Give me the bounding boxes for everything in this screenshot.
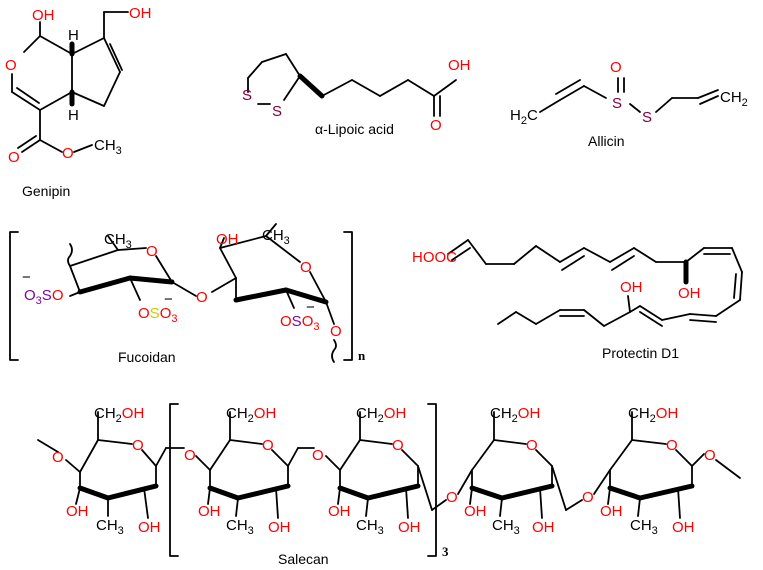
salecan-u3-ring-o-label: O [392, 437, 404, 454]
genipin-oh-label: OH [32, 7, 55, 24]
salecan-structure: 3 O O CH2OH OH CH3 OH O [37, 403, 741, 567]
fucoidan-right-bracket [343, 231, 353, 361]
salecan-u5-ring-o-label: O [666, 437, 678, 454]
fucoidan-n-subscript: n [358, 348, 366, 363]
genipin-carbonyl-o-label: O [8, 149, 20, 166]
fucoidan-terminal-o-label: O [330, 323, 342, 340]
salecan-u1-oh2-label: OH [138, 519, 161, 536]
genipin-h-top-label: H [68, 27, 79, 44]
fucoidan-so3-1-label: O3SO [24, 287, 63, 307]
genipin-ch3-label: CH3 [94, 137, 122, 157]
salecan-u2-oh2-label: OH [268, 519, 291, 536]
salecan-u1-ch3-label: CH3 [96, 517, 124, 537]
salecan-u4-ch3-label: CH3 [492, 517, 520, 537]
salecan-link-o1-label: O [184, 447, 196, 464]
salecan-u5-ch2oh-label: CH2OH [628, 405, 678, 425]
protectin-oh1-label: OH [678, 285, 701, 302]
allicin-s2-label: S [642, 109, 652, 126]
fucoidan-ch3-2-label: CH3 [262, 227, 290, 247]
protectin-oh2-label: OH [620, 279, 643, 296]
salecan-u1-oh1-label: OH [66, 503, 89, 520]
salecan-link-o4-label: O [582, 489, 594, 506]
fucoidan-minus-3-label: − [306, 299, 315, 316]
salecan-u3-ch2oh-label: CH2OH [356, 405, 406, 425]
fucoidan-minus-2-label: − [164, 291, 173, 308]
salecan-u5-terminal-o-label: O [704, 447, 716, 464]
fucoidan-ch3-label: CH3 [104, 231, 132, 251]
allicin-structure: H2C O S S CH2 Allicin [510, 59, 748, 149]
fucoidan-so3-3-label: OSO3 [280, 313, 319, 333]
fucoidan-ring2-o-label: O [300, 259, 312, 276]
allicin-s1-label: S [612, 95, 622, 112]
salecan-u2-oh1-label: OH [198, 503, 221, 520]
salecan-left-bracket [169, 403, 179, 557]
salecan-u1-o1-label: O [52, 449, 64, 466]
salecan-u1-ring-o-label: O [132, 437, 144, 454]
lipoic-o-label: O [430, 117, 442, 134]
salecan-name: Salecan [278, 551, 329, 567]
salecan-repeat-subscript: 3 [442, 544, 449, 559]
salecan-u1-ch2oh-label: CH2OH [94, 405, 144, 425]
salecan-u4-ring-o-label: O [526, 437, 538, 454]
genipin-structure: OH O OH H H O O CH3 Genipin [5, 5, 152, 199]
salecan-u2-ring-o-label: O [262, 437, 274, 454]
fucoidan-structure: CH3 O O3SO − OSO3 − O OH CH3 O OSO3 − O … [9, 223, 366, 365]
salecan-u2-ch2oh-label: CH2OH [226, 405, 276, 425]
salecan-u3-ch3-label: CH3 [356, 517, 384, 537]
lipoic-s1-label: S [242, 87, 252, 104]
allicin-ch2-label: CH2 [720, 89, 748, 109]
genipin-ester-o-label: O [62, 145, 74, 162]
genipin-name: Genipin [22, 183, 70, 199]
salecan-u5-ch3-label: CH3 [630, 517, 658, 537]
allicin-name: Allicin [588, 133, 625, 149]
fucoidan-minus-1-label: − [22, 269, 31, 286]
protectin-d1-structure: HOOC OH OH Protectin D1 [412, 239, 743, 361]
salecan-link-o3-label: O [446, 489, 458, 506]
fucoidan-name: Fucoidan [118, 349, 176, 365]
genipin-ring-o-label: O [5, 57, 17, 74]
fucoidan-glycosidic-o-label: O [196, 289, 208, 306]
salecan-u4-ch2oh-label: CH2OH [490, 405, 540, 425]
salecan-u4-oh2-label: OH [532, 519, 555, 536]
salecan-u3-oh2-label: OH [398, 519, 421, 536]
fucoidan-ring1-o-label: O [146, 243, 158, 260]
fucoidan-left-bracket [9, 231, 19, 361]
allicin-h2c-label: H2C [510, 107, 538, 127]
protectin-d1-name: Protectin D1 [602, 345, 679, 361]
genipin-h-bottom-label: H [68, 107, 79, 124]
protectin-hooc-label: HOOC [412, 249, 457, 266]
salecan-u3-oh1-label: OH [328, 503, 351, 520]
lipoic-acid-name: α-Lipoic acid [315, 121, 394, 137]
lipoic-acid-structure: S S OH O α-Lipoic acid [242, 53, 471, 137]
fucoidan-oh-label: OH [216, 231, 239, 248]
genipin-ch2oh-label: OH [129, 5, 152, 22]
salecan-u2-ch3-label: CH3 [226, 517, 254, 537]
allicin-o-label: O [610, 59, 622, 76]
salecan-u5-oh2-label: OH [672, 519, 695, 536]
fucoidan-so3-2-label: OSO3 [138, 305, 177, 325]
salecan-u5-oh1-label: OH [600, 503, 623, 520]
salecan-link-o2-label: O [312, 447, 324, 464]
salecan-u4-oh1-label: OH [464, 503, 487, 520]
lipoic-oh-label: OH [448, 57, 471, 74]
lipoic-s2-label: S [272, 103, 282, 120]
salecan-right-bracket [427, 403, 437, 557]
